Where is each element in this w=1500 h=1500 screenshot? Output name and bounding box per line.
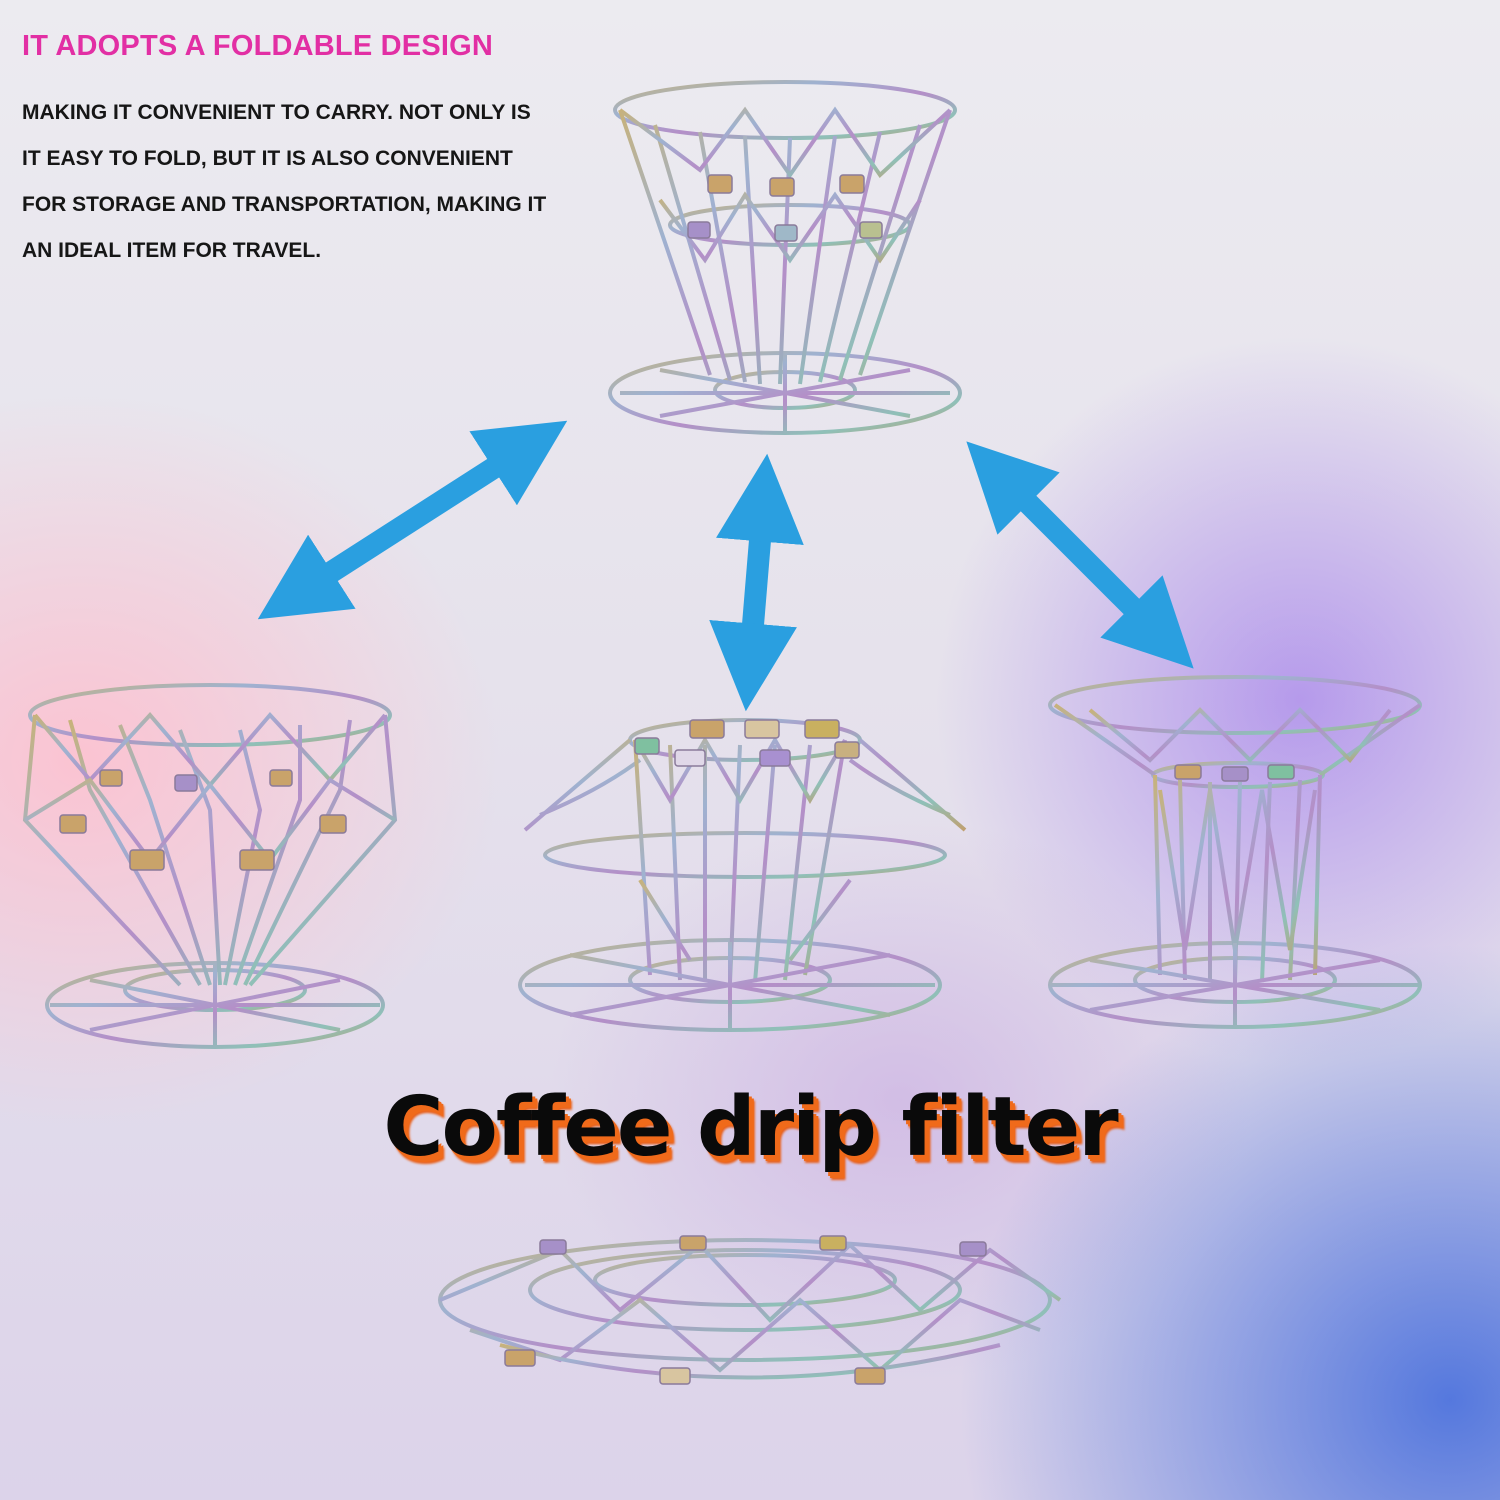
description-text: MAKING IT CONVENIENT TO CARRY. NOT ONLY … <box>22 90 622 274</box>
filter-middle-clips <box>634 719 860 767</box>
filter-right-straight <box>1048 675 1422 1029</box>
description-line: AN IDEAL ITEM FOR TRAVEL. <box>22 239 322 262</box>
headline: IT ADOPTS A FOLDABLE DESIGN <box>22 30 494 62</box>
filter-left-diamond <box>22 683 398 1049</box>
product-title: Coffee drip filter <box>383 1080 1118 1175</box>
filter-left-clips <box>59 769 347 871</box>
description-line: MAKING IT CONVENIENT TO CARRY. NOT ONLY … <box>22 101 531 124</box>
filter-middle-flared <box>518 718 967 1032</box>
description-line: IT EASY TO FOLD, BUT IT IS ALSO CONVENIE… <box>22 147 513 170</box>
filter-bottom-clips <box>504 1235 987 1385</box>
filter-top-cone <box>608 80 962 435</box>
description-line: FOR STORAGE AND TRANSPORTATION, MAKING I… <box>22 193 547 216</box>
filter-right-clips <box>1174 764 1295 782</box>
filter-bottom-folded <box>438 1238 1062 1380</box>
filter-top-clips <box>687 174 883 242</box>
double-arrow-icon <box>257 420 1194 712</box>
